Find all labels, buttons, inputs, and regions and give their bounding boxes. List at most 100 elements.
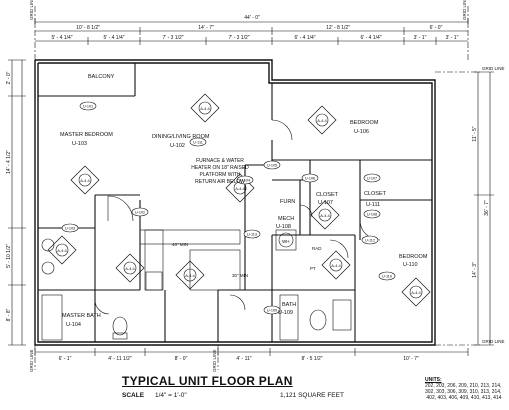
elevation-tag: A-4.4 — [307, 105, 337, 135]
pt-label: PT — [310, 266, 316, 271]
water-heater-label: WH — [282, 239, 290, 244]
elevation-tag-label: A-4.4 — [57, 248, 67, 253]
door-tag-label: U-102 — [135, 211, 145, 215]
scale-label: SCALE — [122, 392, 145, 399]
room-label-mech: MECH — [278, 216, 294, 222]
top-dim-4: 6' - 0" — [430, 25, 443, 31]
furnace-note-line-3: PLATFORM WITH — [199, 172, 240, 178]
room-label-bedroom-1: BEDROOM — [350, 120, 379, 126]
elevation-tag: A-4.4 — [401, 277, 431, 307]
bottom-dim-3: 8' - 0" — [175, 356, 188, 362]
elevation-tag-label: A-4.4 — [185, 273, 195, 278]
furnace-note-line-1: FURNACE & WATER — [196, 158, 244, 164]
elevation-tag: A-4.4 — [175, 260, 205, 290]
grid-line-label-top-right: GRID LINE — [462, 0, 467, 20]
room-label-closet-2: CLOSET — [364, 191, 387, 197]
top-sub-dim-6: 6' - 4 1/4" — [360, 35, 381, 41]
door-tag: U-110 — [378, 271, 396, 281]
grid-line-label-bottom-left: GRID LINE — [29, 349, 34, 372]
scale-value: 1/4" = 1'-0" — [155, 392, 187, 399]
door-tag-label: U-113 — [247, 233, 257, 237]
units-line-3: 402, 403, 406, 409, 410, 413, 414 — [426, 395, 502, 401]
room-tag-bath: U-109 — [278, 310, 293, 316]
elevation-tag-label: A-4.4 — [80, 178, 90, 183]
door-tag-label: U-103 — [65, 227, 75, 231]
door-tag-label: U-105 — [267, 164, 277, 168]
right-dim-1: 11' - 5" — [472, 126, 478, 141]
door-tag-label: U-106 — [305, 177, 315, 181]
door-tag: U-109 — [263, 305, 281, 315]
plan-title: TYPICAL UNIT FLOOR PLAN — [122, 374, 293, 388]
elevation-tag-label: A-4.4 — [320, 213, 330, 218]
right-dim-3: 14' - 3" — [472, 262, 478, 278]
room-tag-mech: U-108 — [276, 224, 291, 230]
left-dim-4: 8' - 8" — [6, 308, 12, 321]
door-tag-label: U-110 — [382, 275, 392, 279]
elevation-tag-label: A-4.4 — [235, 186, 245, 191]
clearance-label-40: 40" MIN — [172, 242, 188, 247]
right-dim-2: 36' - 7" — [484, 200, 490, 216]
room-tag-bedroom-2: U-110 — [403, 262, 418, 268]
furnace-note-line-2: HEATER ON 18" RAISED — [191, 165, 249, 171]
door-tag-label: U-104 — [240, 179, 250, 183]
grid-line-label-right-bottom: GRID LINE — [482, 339, 505, 344]
bottom-dim-4: 4' - 11" — [236, 356, 251, 362]
room-tag-master-bath: U-104 — [66, 322, 81, 328]
door-tag-label: U-112 — [365, 239, 375, 243]
bottom-dim-5: 8' - 5 1/2" — [301, 356, 322, 362]
units-list: UNITS: 202, 203, 206, 209, 210, 213, 214… — [425, 377, 501, 401]
door-tag: U-101 — [79, 101, 97, 111]
room-label-bedroom-2: BEDROOM — [399, 254, 428, 260]
grid-line-label-right-top: GRID LINE — [482, 66, 505, 71]
door-tag-label: U-108 — [367, 213, 377, 217]
top-sub-dim-2: 5' - 4 1/4" — [103, 35, 124, 41]
overall-dimension: 44' - 0" — [244, 15, 260, 21]
area-label: 1,121 SQUARE FEET — [280, 392, 344, 399]
left-dim-3: 5' - 10 1/2" — [6, 244, 12, 268]
top-dim-3: 12' - 8 1/2" — [326, 25, 350, 31]
top-dim-2: 14' - 7" — [198, 25, 214, 31]
door-tag-label: U-101 — [83, 105, 93, 109]
rad-label: RAD — [312, 246, 322, 251]
units-heading: UNITS: — [425, 377, 442, 383]
clearance-label-30: 30" MIN — [232, 273, 248, 278]
door-tag: U-111 — [189, 137, 207, 147]
elevation-tag-label: A-4.4 — [200, 106, 210, 111]
top-sub-dim-3: 7' - 3 1/2" — [162, 35, 183, 41]
units-line-1: 202, 203, 206, 209, 210, 213, 214, — [425, 383, 502, 389]
door-tag: U-105 — [263, 160, 281, 170]
left-dim-1: 2' - 0" — [6, 71, 12, 84]
room-tag-closet-1: U-107 — [318, 200, 333, 206]
elevation-tag-label: A-4.4 — [331, 263, 341, 268]
bottom-dim-2: 4' - 11 1/2" — [108, 356, 132, 362]
top-sub-dim-8: 3' - 1" — [446, 35, 459, 41]
elevation-tag-label: A-4.4 — [125, 266, 135, 271]
room-label-closet-1: CLOSET — [316, 192, 339, 198]
elevation-tag: A-4.4 — [47, 235, 77, 265]
units-line-2: 302, 303, 306, 309, 310, 313, 314, — [425, 389, 502, 395]
room-label-master-bath: MASTER BATH — [62, 313, 101, 319]
top-sub-dim-7: 3' - 1" — [414, 35, 427, 41]
room-tag-master-bedroom: U-103 — [72, 141, 87, 147]
grid-line-label-top-left: GRID LINE — [29, 0, 34, 20]
elevation-tag: A-4.4 — [70, 165, 100, 195]
door-tag: U-113 — [243, 229, 261, 239]
door-tag: U-103 — [61, 223, 79, 233]
elevation-tag-label: A-4.4 — [411, 290, 421, 295]
elevation-tag: A-4.4 — [190, 93, 220, 123]
room-tag-dining-living: U-102 — [170, 143, 185, 149]
door-tag-label: U-109 — [267, 309, 277, 313]
left-dim-2: 14' - 4 1/2" — [6, 150, 12, 174]
door-tag-label: U-107 — [367, 177, 377, 181]
room-tag-closet-2: U-111 — [366, 202, 380, 208]
door-tag: U-102 — [131, 207, 149, 217]
top-sub-dim-4: 7' - 3 1/2" — [228, 35, 249, 41]
door-tag: U-104 — [236, 175, 254, 185]
grid-line-label-bottom-mid: GRID LINE — [212, 349, 217, 372]
elevation-tag: A-4.4 — [115, 253, 145, 283]
elevation-tag: A-4.4 — [321, 250, 351, 280]
top-sub-dim-1: 5' - 4 1/4" — [51, 35, 72, 41]
door-tag: U-108 — [363, 209, 381, 219]
room-label-dining-living: DINING/LIVING ROOM — [152, 134, 210, 140]
